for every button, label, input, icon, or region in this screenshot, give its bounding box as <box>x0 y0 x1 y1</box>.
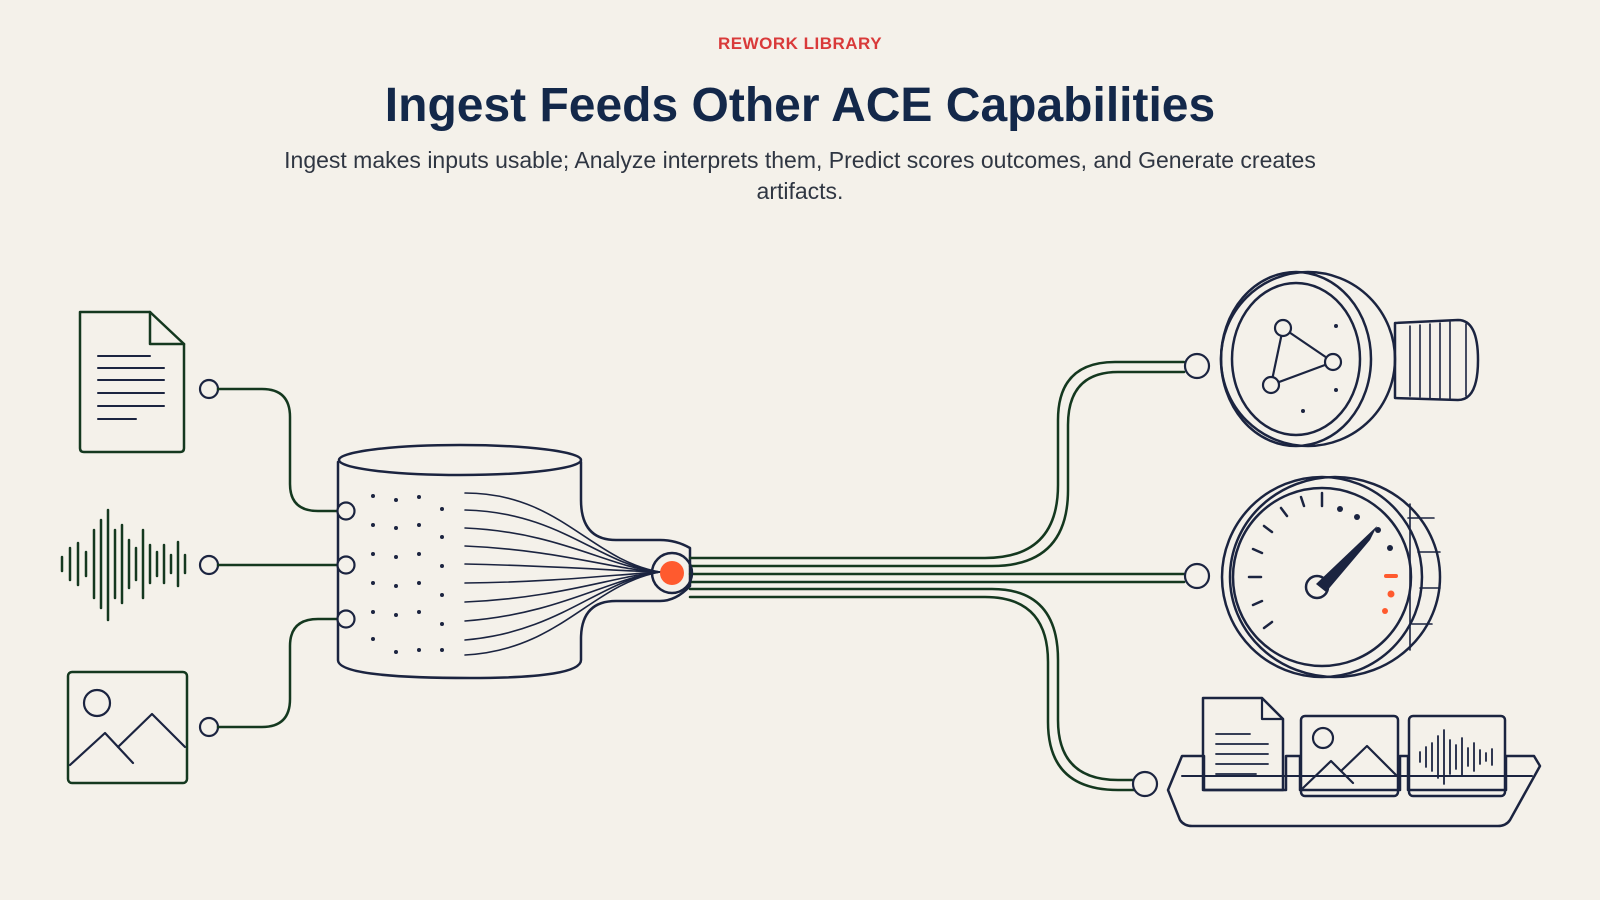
network-graph-icon <box>1219 270 1480 448</box>
ingest-cylinder <box>336 443 692 680</box>
input-wires <box>216 387 339 729</box>
hub-node <box>650 551 694 595</box>
image-icon <box>66 670 189 785</box>
audio-waveform-icon <box>60 508 187 622</box>
artifact-tray-icon <box>1166 696 1542 828</box>
input-connector-nodes <box>198 378 220 738</box>
eyebrow-label: REWORK LIBRARY <box>717 34 883 53</box>
document-icon <box>78 310 186 454</box>
streamlines <box>464 492 661 656</box>
gauge-icon <box>1220 475 1442 679</box>
page-title: Ingest Feeds Other ACE Capabilities <box>384 79 1216 132</box>
gauge-alert-marks <box>1382 574 1398 614</box>
output-connector-nodes <box>1131 352 1211 798</box>
output-wires <box>688 360 1186 792</box>
page-subtitle: Ingest makes inputs usable; Analyze inte… <box>284 147 1316 204</box>
data-dots <box>371 494 444 654</box>
